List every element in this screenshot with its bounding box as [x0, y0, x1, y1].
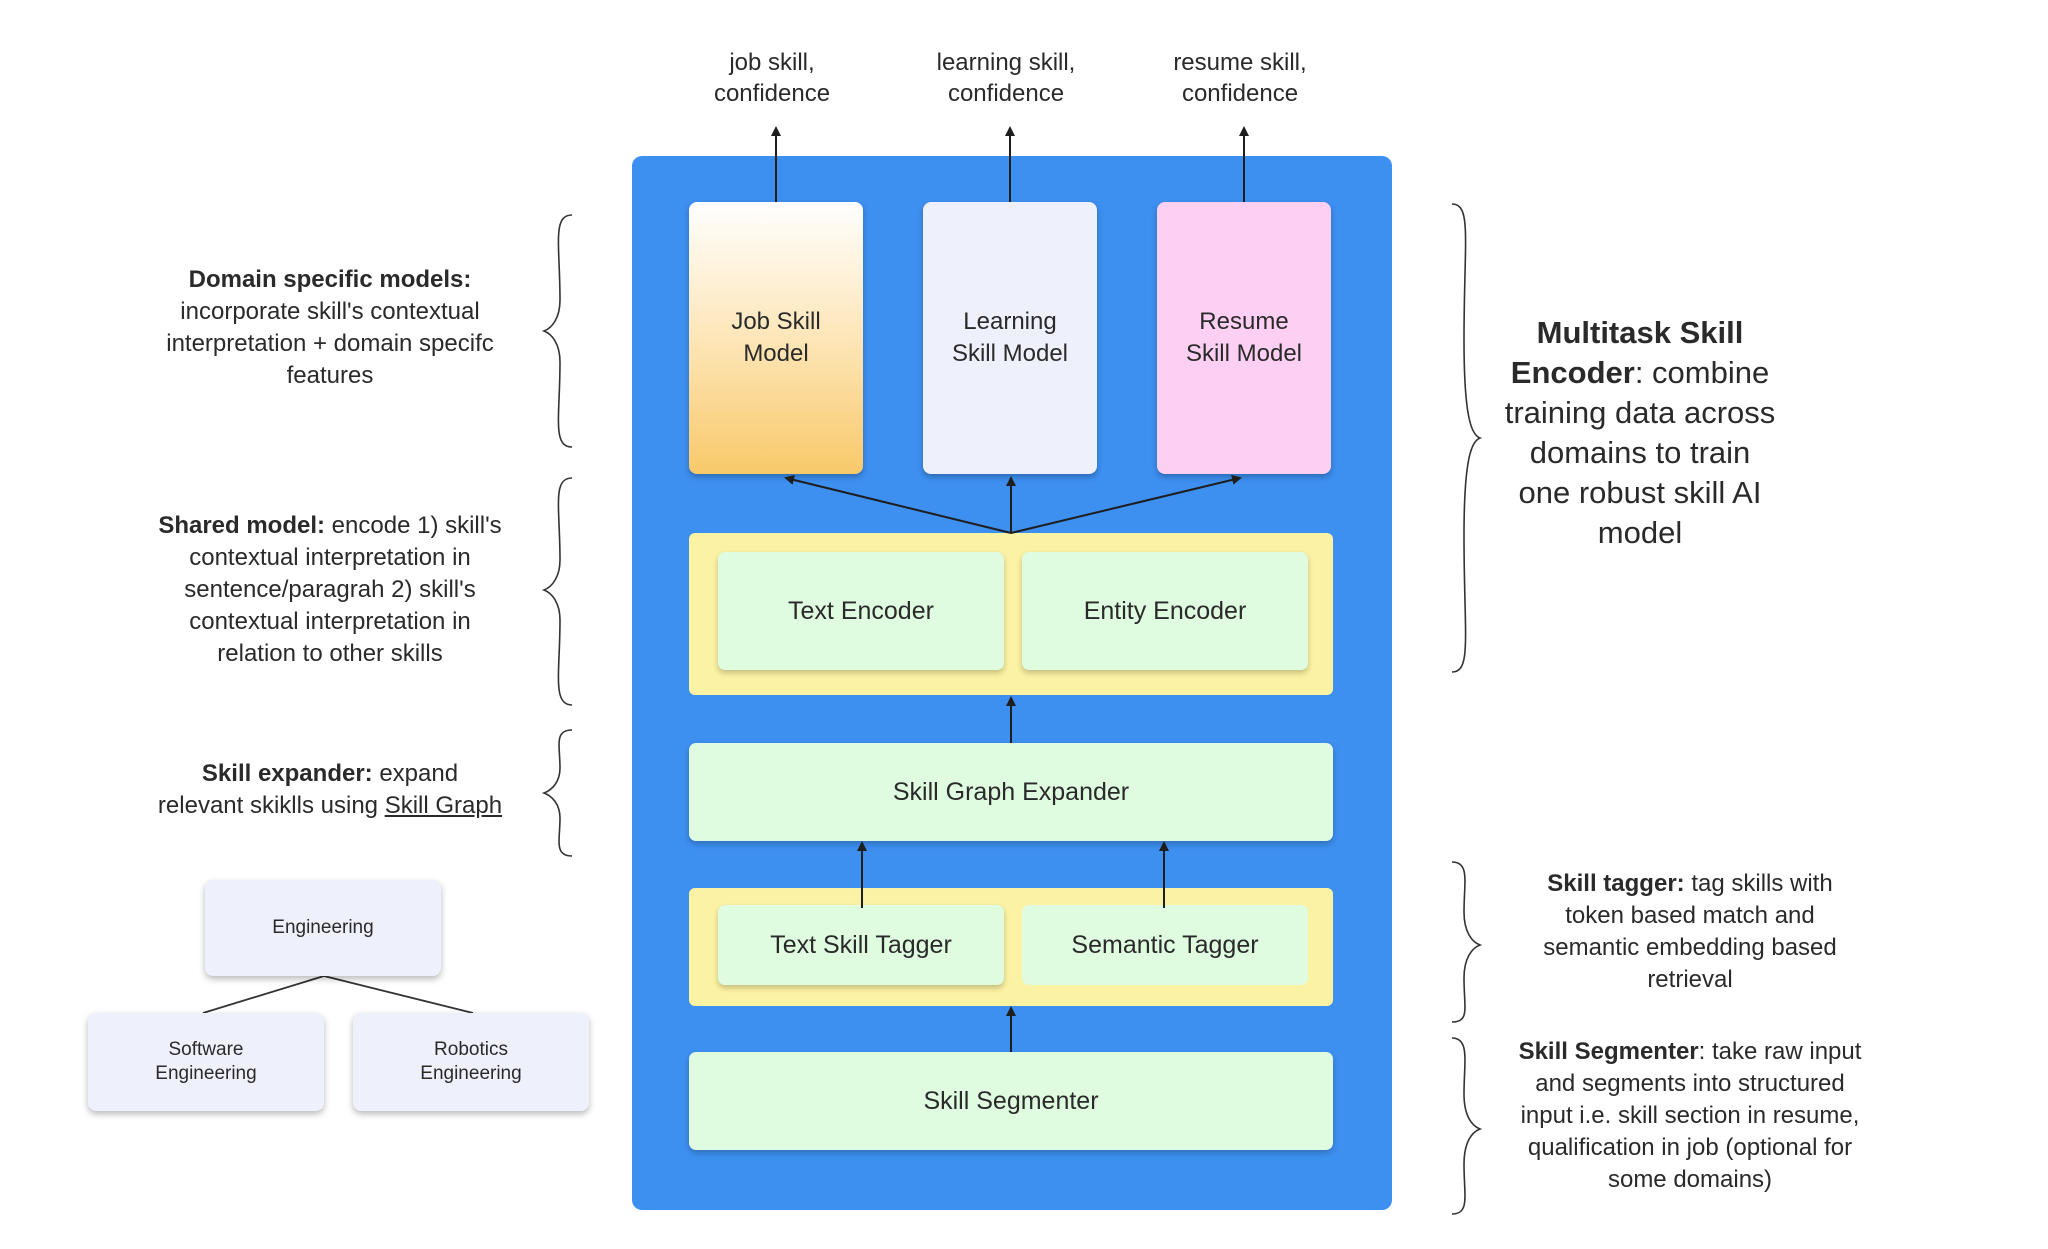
semantic-tagger[interactable]: Semantic Tagger [1022, 905, 1308, 985]
tree-connector-left [202, 975, 325, 1014]
note-shared-model: Shared model: encode 1) skill's contextu… [158, 512, 502, 667]
arrow-to-job-model [784, 475, 1012, 534]
tree-node-engineering[interactable]: Engineering [205, 880, 441, 976]
brace-shared-model [541, 477, 573, 706]
brace-skill-expander [541, 729, 573, 857]
arrow-to-resume-model [1010, 475, 1242, 534]
tree-connector-right [323, 975, 474, 1014]
output-label-learning: learning skill, confidence [936, 49, 1076, 107]
skill-graph-link[interactable]: Skill Graph [384, 792, 503, 819]
note-skill-tagger: Skill tagger: tag skills with token base… [1543, 870, 1837, 993]
brace-domain-models [541, 214, 573, 448]
note-multitask-encoder: Multitask Skill Encoder: combine trainin… [1504, 315, 1776, 550]
note-skill-expander: Skill expander: expand relevant skiklls … [157, 760, 503, 819]
skill-segmenter[interactable]: Skill Segmenter [689, 1052, 1333, 1150]
output-label-resume: resume skill, confidence [1173, 49, 1307, 107]
skill-graph-expander[interactable]: Skill Graph Expander [689, 743, 1333, 841]
entity-encoder[interactable]: Entity Encoder [1022, 552, 1308, 670]
text-skill-tagger[interactable]: Text Skill Tagger [718, 905, 1004, 985]
brace-skill-segmenter [1451, 1037, 1483, 1215]
note-domain-models: Domain specific models: incorporate skil… [166, 266, 494, 389]
output-label-job: job skill, confidence [713, 49, 831, 107]
note-skill-segmenter: Skill Segmenter: take raw input and segm… [1518, 1038, 1862, 1193]
brace-multitask [1451, 203, 1483, 673]
text-encoder[interactable]: Text Encoder [718, 552, 1004, 670]
brace-skill-tagger [1451, 861, 1483, 1023]
